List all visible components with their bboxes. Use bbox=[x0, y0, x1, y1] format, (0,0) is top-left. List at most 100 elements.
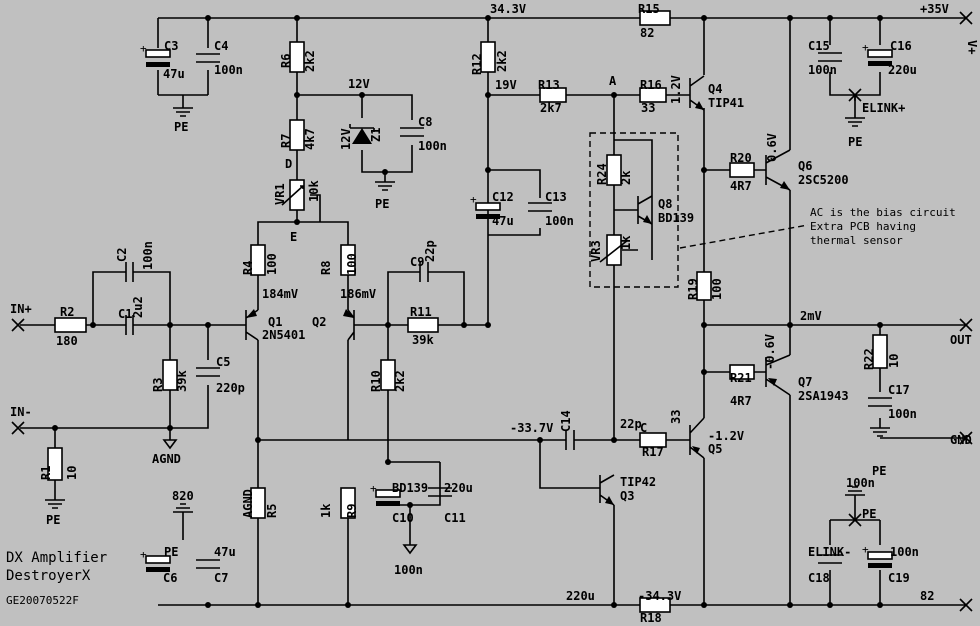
label-12: R7 bbox=[279, 134, 293, 148]
label-107: 33 bbox=[669, 410, 683, 424]
cap-c8 bbox=[400, 127, 424, 137]
label-16: Z1 bbox=[369, 128, 383, 142]
connector-vplus bbox=[959, 11, 973, 25]
label-29: A bbox=[609, 74, 617, 88]
label-87: 10 bbox=[887, 354, 901, 368]
label-129: C18 bbox=[808, 571, 830, 585]
svg-text:+: + bbox=[140, 42, 147, 55]
label-73: Q1 bbox=[268, 315, 282, 329]
label-58: R8 bbox=[319, 261, 333, 275]
label-67: 100 bbox=[710, 278, 724, 300]
label-8: 100n bbox=[214, 63, 243, 77]
label-42: 47u bbox=[492, 214, 514, 228]
label-17: C8 bbox=[418, 115, 432, 129]
junction-dots bbox=[52, 15, 883, 608]
resistor-r19 bbox=[696, 271, 712, 301]
label-125: C7 bbox=[214, 571, 228, 585]
label-35: C15 bbox=[808, 39, 830, 53]
label-128: ELINK- bbox=[808, 545, 851, 559]
label-66: R19 bbox=[686, 278, 700, 300]
resistor-r10 bbox=[380, 359, 396, 391]
label-79: OUT bbox=[950, 333, 972, 347]
label-21: VR1 bbox=[273, 183, 287, 205]
label-27: R13 bbox=[538, 78, 560, 92]
label-100: 10 bbox=[65, 466, 79, 480]
note-line-2: thermal sensor bbox=[810, 234, 903, 247]
label-124: 47u bbox=[214, 545, 236, 559]
label-13: 4k7 bbox=[303, 128, 317, 150]
label-133: -34.3V bbox=[638, 589, 681, 603]
label-74: 2N5401 bbox=[262, 328, 305, 342]
label-108: -1.2V bbox=[708, 429, 744, 443]
label-118: R5 bbox=[265, 504, 279, 518]
cap-c10 bbox=[375, 489, 401, 498]
label-137: V- bbox=[0, 0, 14, 3]
connector-out bbox=[959, 318, 973, 332]
note-line-0: AC is the bias circuit bbox=[810, 206, 956, 219]
resistor-r5 bbox=[250, 487, 266, 519]
label-10: R6 bbox=[279, 54, 293, 68]
svg-text:+: + bbox=[140, 548, 147, 561]
resistor-r9 bbox=[340, 487, 356, 519]
label-20: D bbox=[285, 157, 292, 171]
label-39: ELINK+ bbox=[862, 101, 905, 115]
label-83: 220p bbox=[216, 381, 245, 395]
cap-c9 bbox=[412, 262, 437, 282]
label-111: Q3 bbox=[620, 489, 634, 503]
label-15: 12V bbox=[339, 128, 353, 150]
label-23: E bbox=[290, 230, 297, 244]
note-line-1: Extra PCB having bbox=[810, 220, 916, 233]
label-56: R4 bbox=[241, 261, 255, 275]
svg-text:+: + bbox=[370, 482, 377, 495]
label-85: 2k2 bbox=[393, 370, 407, 392]
label-33: Q4 bbox=[708, 82, 722, 96]
label-64: 184mV bbox=[262, 287, 298, 301]
label-71: C1 bbox=[118, 307, 132, 321]
cap-c3 bbox=[145, 49, 171, 58]
resistors bbox=[47, 10, 888, 613]
label-81: 39k bbox=[175, 370, 189, 392]
label-90: PE bbox=[872, 464, 886, 478]
label-84: R10 bbox=[369, 370, 383, 392]
resistor-r1 bbox=[47, 447, 63, 481]
label-117: AGND bbox=[241, 489, 255, 518]
label-0: 34.3V bbox=[490, 2, 526, 16]
label-123: C6 bbox=[163, 571, 177, 585]
cap-c11 bbox=[428, 487, 452, 497]
label-76: R11 bbox=[410, 305, 432, 319]
label-47: Q8 bbox=[658, 197, 672, 211]
resistor-r17 bbox=[639, 432, 667, 448]
label-50: 1k bbox=[619, 235, 633, 250]
capacitors: + + + + + + bbox=[116, 41, 893, 572]
label-30: R16 bbox=[640, 78, 662, 92]
svg-text:+: + bbox=[862, 543, 869, 556]
resistor-r7 bbox=[289, 119, 305, 151]
label-91: GND bbox=[950, 433, 972, 447]
cap-c19 bbox=[867, 551, 893, 560]
label-132: 220u bbox=[566, 589, 595, 603]
label-89: 100n bbox=[888, 407, 917, 421]
cap-c7 bbox=[196, 559, 220, 569]
label-112: BD139 bbox=[392, 481, 428, 495]
label-93: 4R7 bbox=[730, 394, 752, 408]
title-line-2: GE20070522F bbox=[6, 594, 79, 607]
label-63: 22p bbox=[423, 240, 437, 262]
label-69: R2 bbox=[60, 305, 74, 319]
label-2: 82 bbox=[640, 26, 654, 40]
resistor-r16 bbox=[639, 87, 667, 103]
label-95: Q7 bbox=[798, 375, 812, 389]
connector-gnd bbox=[880, 431, 973, 445]
cap-c2 bbox=[118, 262, 142, 282]
label-120: R9 bbox=[345, 504, 359, 518]
label-88: C17 bbox=[888, 383, 910, 397]
label-102: -33.7V bbox=[510, 421, 553, 435]
label-53: 0.6V bbox=[765, 133, 779, 162]
label-37: C16 bbox=[890, 39, 912, 53]
label-65: 186mV bbox=[340, 287, 376, 301]
label-99: R1 bbox=[39, 466, 53, 480]
label-40: PE bbox=[848, 135, 862, 149]
resistor-r12 bbox=[480, 41, 496, 73]
cap-c1 bbox=[116, 315, 142, 335]
label-103: C14 bbox=[559, 410, 573, 432]
